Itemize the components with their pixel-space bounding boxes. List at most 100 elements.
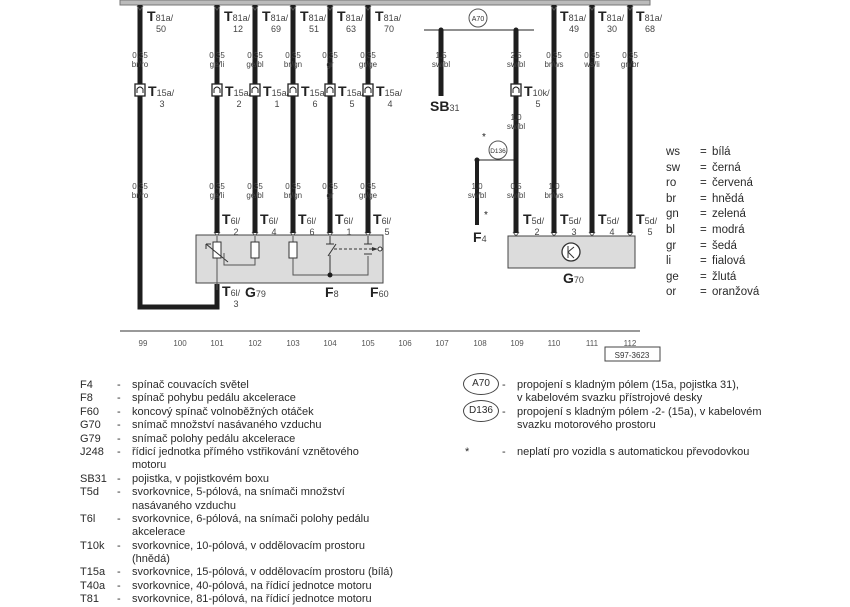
wire-top-color: br/gn (284, 60, 302, 69)
plug-contact-icon (213, 86, 221, 93)
sb31-wire-gauge: 1,5 (435, 51, 447, 60)
wire-bottom-gauge: 0,35 (209, 182, 225, 191)
connector-t81a-69-letter: T (262, 8, 271, 24)
connector-t81a-70-sub: 81a/ (384, 13, 402, 23)
connector-t81a-12: T81a/ (224, 8, 251, 24)
wire-top-color: ge/bl (246, 60, 264, 69)
plug-connector-icon (287, 83, 299, 97)
connector-t5d-5-letter: T (636, 211, 645, 227)
f4-label-letter: F (473, 229, 482, 245)
connector-t15a-5: T15a/ (338, 83, 365, 99)
connector-t5d-2-pin: 2 (534, 227, 539, 237)
wire-bottom-gauge: 0,35 (285, 182, 301, 191)
connector-t15a-1: T15a/ (263, 83, 290, 99)
a70-connection-icon (468, 8, 488, 28)
legend-text: (hnědá) (132, 553, 170, 566)
plug-connector-icon (134, 83, 146, 97)
connector-t81a-69: T81a/ (262, 8, 289, 24)
connector-t81a-12-letter: T (224, 8, 233, 24)
g79-label: G79 (245, 284, 266, 300)
connector-t15a-4-letter: T (376, 83, 385, 99)
plug-connector-icon (249, 83, 261, 97)
connector-t81a-63-letter: T (337, 8, 346, 24)
connector-t81a-30-letter: T (598, 8, 607, 24)
connector-arrow-icon (626, 5, 634, 11)
connector-t6l-4: T6l/ (260, 211, 279, 227)
supply-mid-wire-color: sw/bl (507, 122, 525, 131)
connector-t81a-50: T81a/ (147, 8, 174, 24)
wire-bottom-color: br/ro (132, 191, 149, 200)
connector-t81a-49: T81a/ (560, 8, 587, 24)
color-name: fialová (712, 255, 746, 268)
legend-item: J248-řídicí jednotka přímého vstřikování… (80, 446, 460, 459)
legend-dash: - (502, 379, 506, 391)
wire-top-gauge: 0,35 (622, 51, 638, 60)
wire-top-gauge: 0,35 (546, 51, 562, 60)
color-name: bílá (712, 146, 731, 158)
legend-dash: - (117, 486, 121, 499)
color-code: gn (666, 208, 679, 221)
wire-top-gauge: 0,35 (247, 51, 263, 60)
legend-code: T81 (80, 593, 99, 606)
color-code: li (666, 255, 672, 268)
connector-arrow-icon (588, 5, 596, 11)
track-number: 106 (398, 339, 412, 348)
connector-t81a-68-sub: 81a/ (645, 13, 663, 23)
legend-item: D136-propojení s kladným pólem -2- (15a)… (463, 400, 805, 433)
color-code: ro (666, 177, 677, 190)
legend-text-line: neplatí pro vozidla s automatickou převo… (517, 446, 750, 458)
connector-t5d-4-letter: T (598, 211, 607, 227)
legend-text: svorkovnice, 40-pólová, na řídicí jednot… (132, 579, 372, 592)
track-number: 112 (624, 339, 637, 348)
connector-t6l-3-letter: T (222, 283, 231, 299)
equals-sign: = (700, 161, 707, 174)
wiring-diagram: T81a/500,35br/roT15a/30,35br/roT81a/120,… (119, 0, 663, 362)
legend-dash: - (117, 579, 121, 592)
legend-item: akcelerace (80, 526, 460, 539)
legend-code: G70 (80, 419, 101, 432)
figure-id-box (604, 346, 661, 362)
connector-t6l-4-sub: 6l/ (269, 216, 279, 226)
legend-text: pojistka, v pojistkovém boxu (132, 472, 269, 485)
supply-wire-gauge: 2,5 (510, 51, 522, 60)
wire-top-color: ge/li (210, 60, 225, 69)
connector-t15a-5-letter: T (338, 83, 347, 99)
connector-t6l-1: T6l/ (335, 211, 354, 227)
connector-t5d-3: T5d/ (560, 211, 582, 227)
legend-dash: - (117, 432, 121, 445)
connector-arrow-icon (364, 5, 372, 11)
track-number: 100 (173, 339, 187, 348)
connector-t10k-5: T10k/ (524, 83, 550, 99)
connector-t5d-2: T5d/ (523, 211, 545, 227)
wire-top-gauge: 0,35 (584, 51, 600, 60)
junction-dot (327, 272, 333, 278)
connector-t10k-5-letter: T (524, 83, 533, 99)
connector-t81a-68: T81a/ (636, 8, 663, 24)
legend-text: propojení s kladným pólem (15a, pojistka… (517, 379, 739, 406)
wire-bottom-color: ge/bl (246, 191, 264, 200)
wire-top-gauge: 0,35 (322, 51, 338, 60)
connector-t6l-5-letter: T (373, 211, 382, 227)
connector-t6l-4-pin: 4 (271, 227, 276, 237)
d136-label: D136 (490, 148, 506, 155)
legend-text-line: svazku motorového prostoru (517, 419, 656, 432)
plug-contact-icon (364, 86, 372, 93)
equals-sign: = (700, 239, 707, 252)
junction-dot (551, 123, 557, 129)
connector-t5d-2-sub: 5d/ (532, 216, 545, 226)
legend-text: koncový spínač volnoběžných otáček (132, 405, 314, 418)
connector-t15a-4: T15a/ (376, 83, 403, 99)
color-name: žlutá (712, 270, 737, 283)
g70-supply-wire-color: sw/bl (507, 191, 525, 200)
connector-t15a-1-pin: 1 (274, 99, 279, 109)
connector-t81a-30: T81a/ (598, 8, 625, 24)
connector-t5d-4: T5d/ (598, 211, 620, 227)
track-number: 103 (286, 339, 300, 348)
legend-item: T40a-svorkovnice, 40-pólová, na řídicí j… (80, 580, 460, 593)
f8-label-sub: 8 (334, 289, 339, 299)
connector-t81a-63-pin: 63 (346, 24, 356, 34)
connector-t15a-1-letter: T (263, 83, 272, 99)
f4-label: F4 (473, 229, 487, 245)
resistor-icon (288, 241, 298, 259)
